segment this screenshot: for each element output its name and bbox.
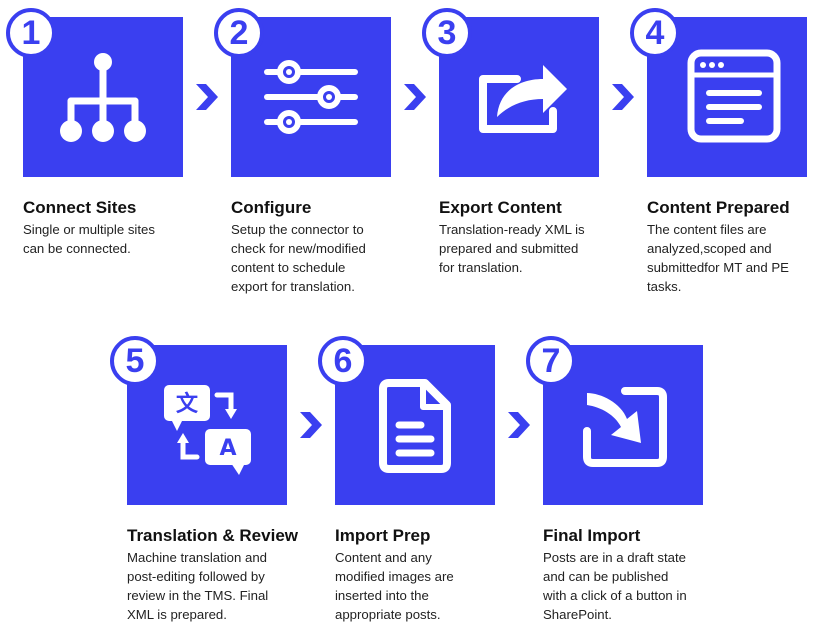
- export-share-icon: [479, 65, 567, 133]
- desc-line: prepared and submitted: [439, 241, 579, 256]
- desc-line: content to schedule: [231, 260, 346, 275]
- desc-line: appropriate posts.: [335, 607, 441, 622]
- step-1-tile: [23, 17, 183, 177]
- step-2-title: Configure: [231, 198, 312, 217]
- step-3-number: 3: [422, 8, 472, 58]
- step-7-title: Final Import: [543, 526, 641, 545]
- desc-line: review in the TMS. Final: [127, 588, 269, 603]
- step-1-title: Connect Sites: [23, 198, 137, 217]
- step-4-title: Content Prepared: [647, 198, 790, 217]
- import-icon: [583, 387, 667, 467]
- svg-text:文: 文: [176, 391, 199, 417]
- step-7-description: Posts are in a draft state and can be pu…: [543, 548, 733, 624]
- step-6-number: 6: [318, 336, 368, 386]
- desc-line: Translation-ready XML is: [439, 222, 585, 237]
- desc-line: XML is prepared.: [127, 607, 227, 622]
- sliders-icon: [264, 60, 358, 134]
- desc-line: Posts are in a draft state: [543, 550, 686, 565]
- chevron-right-icon: [404, 84, 426, 110]
- desc-line: analyzed,scoped and: [647, 241, 772, 256]
- desc-line: can be connected.: [23, 241, 131, 256]
- step-3-title: Export Content: [439, 198, 562, 217]
- step-5-description: Machine translation and post-editing fol…: [127, 548, 317, 624]
- desc-line: The content files are: [647, 222, 767, 237]
- browser-window-icon: [687, 49, 781, 143]
- desc-line: export for translation.: [231, 279, 355, 294]
- desc-line: submittedfor MT and PE: [647, 260, 789, 275]
- svg-text:A: A: [219, 436, 236, 461]
- desc-line: with a click of a button in: [543, 588, 687, 603]
- step-4-number: 4: [630, 8, 680, 58]
- desc-line: tasks.: [647, 279, 682, 294]
- desc-line: Machine translation and: [127, 550, 268, 565]
- step-6-title: Import Prep: [335, 526, 431, 545]
- chevron-right-icon: [196, 84, 218, 110]
- step-4-description: The content files are analyzed,scoped an…: [647, 220, 815, 296]
- chevron-right-icon: [612, 84, 634, 110]
- step-6-description: Content and any modified images are inse…: [335, 548, 525, 624]
- document-icon: [379, 379, 451, 473]
- chevron-right-icon: [508, 412, 530, 438]
- step-7-number: 7: [526, 336, 576, 386]
- desc-line: Setup the connector to: [231, 222, 364, 237]
- desc-line: and can be published: [543, 569, 669, 584]
- desc-line: post-editing followed by: [127, 569, 265, 584]
- desc-line: SharePoint.: [543, 607, 612, 622]
- desc-line: inserted into the: [335, 588, 429, 603]
- desc-line: for translation.: [439, 260, 523, 275]
- step-2-number: 2: [214, 8, 264, 58]
- step-5-number: 5: [110, 336, 160, 386]
- step-1-number: 1: [6, 8, 56, 58]
- sitemap-icon: [60, 53, 146, 142]
- desc-line: modified images are: [335, 569, 454, 584]
- chevron-right-icon: [300, 412, 322, 438]
- step-1-description: Single or multiple sites can be connecte…: [23, 220, 213, 258]
- step-2-description: Setup the connector to check for new/mod…: [231, 220, 421, 296]
- step-3-description: Translation-ready XML is prepared and su…: [439, 220, 629, 277]
- desc-line: check for new/modified: [231, 241, 366, 256]
- desc-line: Single or multiple sites: [23, 222, 155, 237]
- step-5-title: Translation & Review: [127, 526, 298, 545]
- translate-icon: 文 A: [164, 385, 251, 475]
- desc-line: Content and any: [335, 550, 432, 565]
